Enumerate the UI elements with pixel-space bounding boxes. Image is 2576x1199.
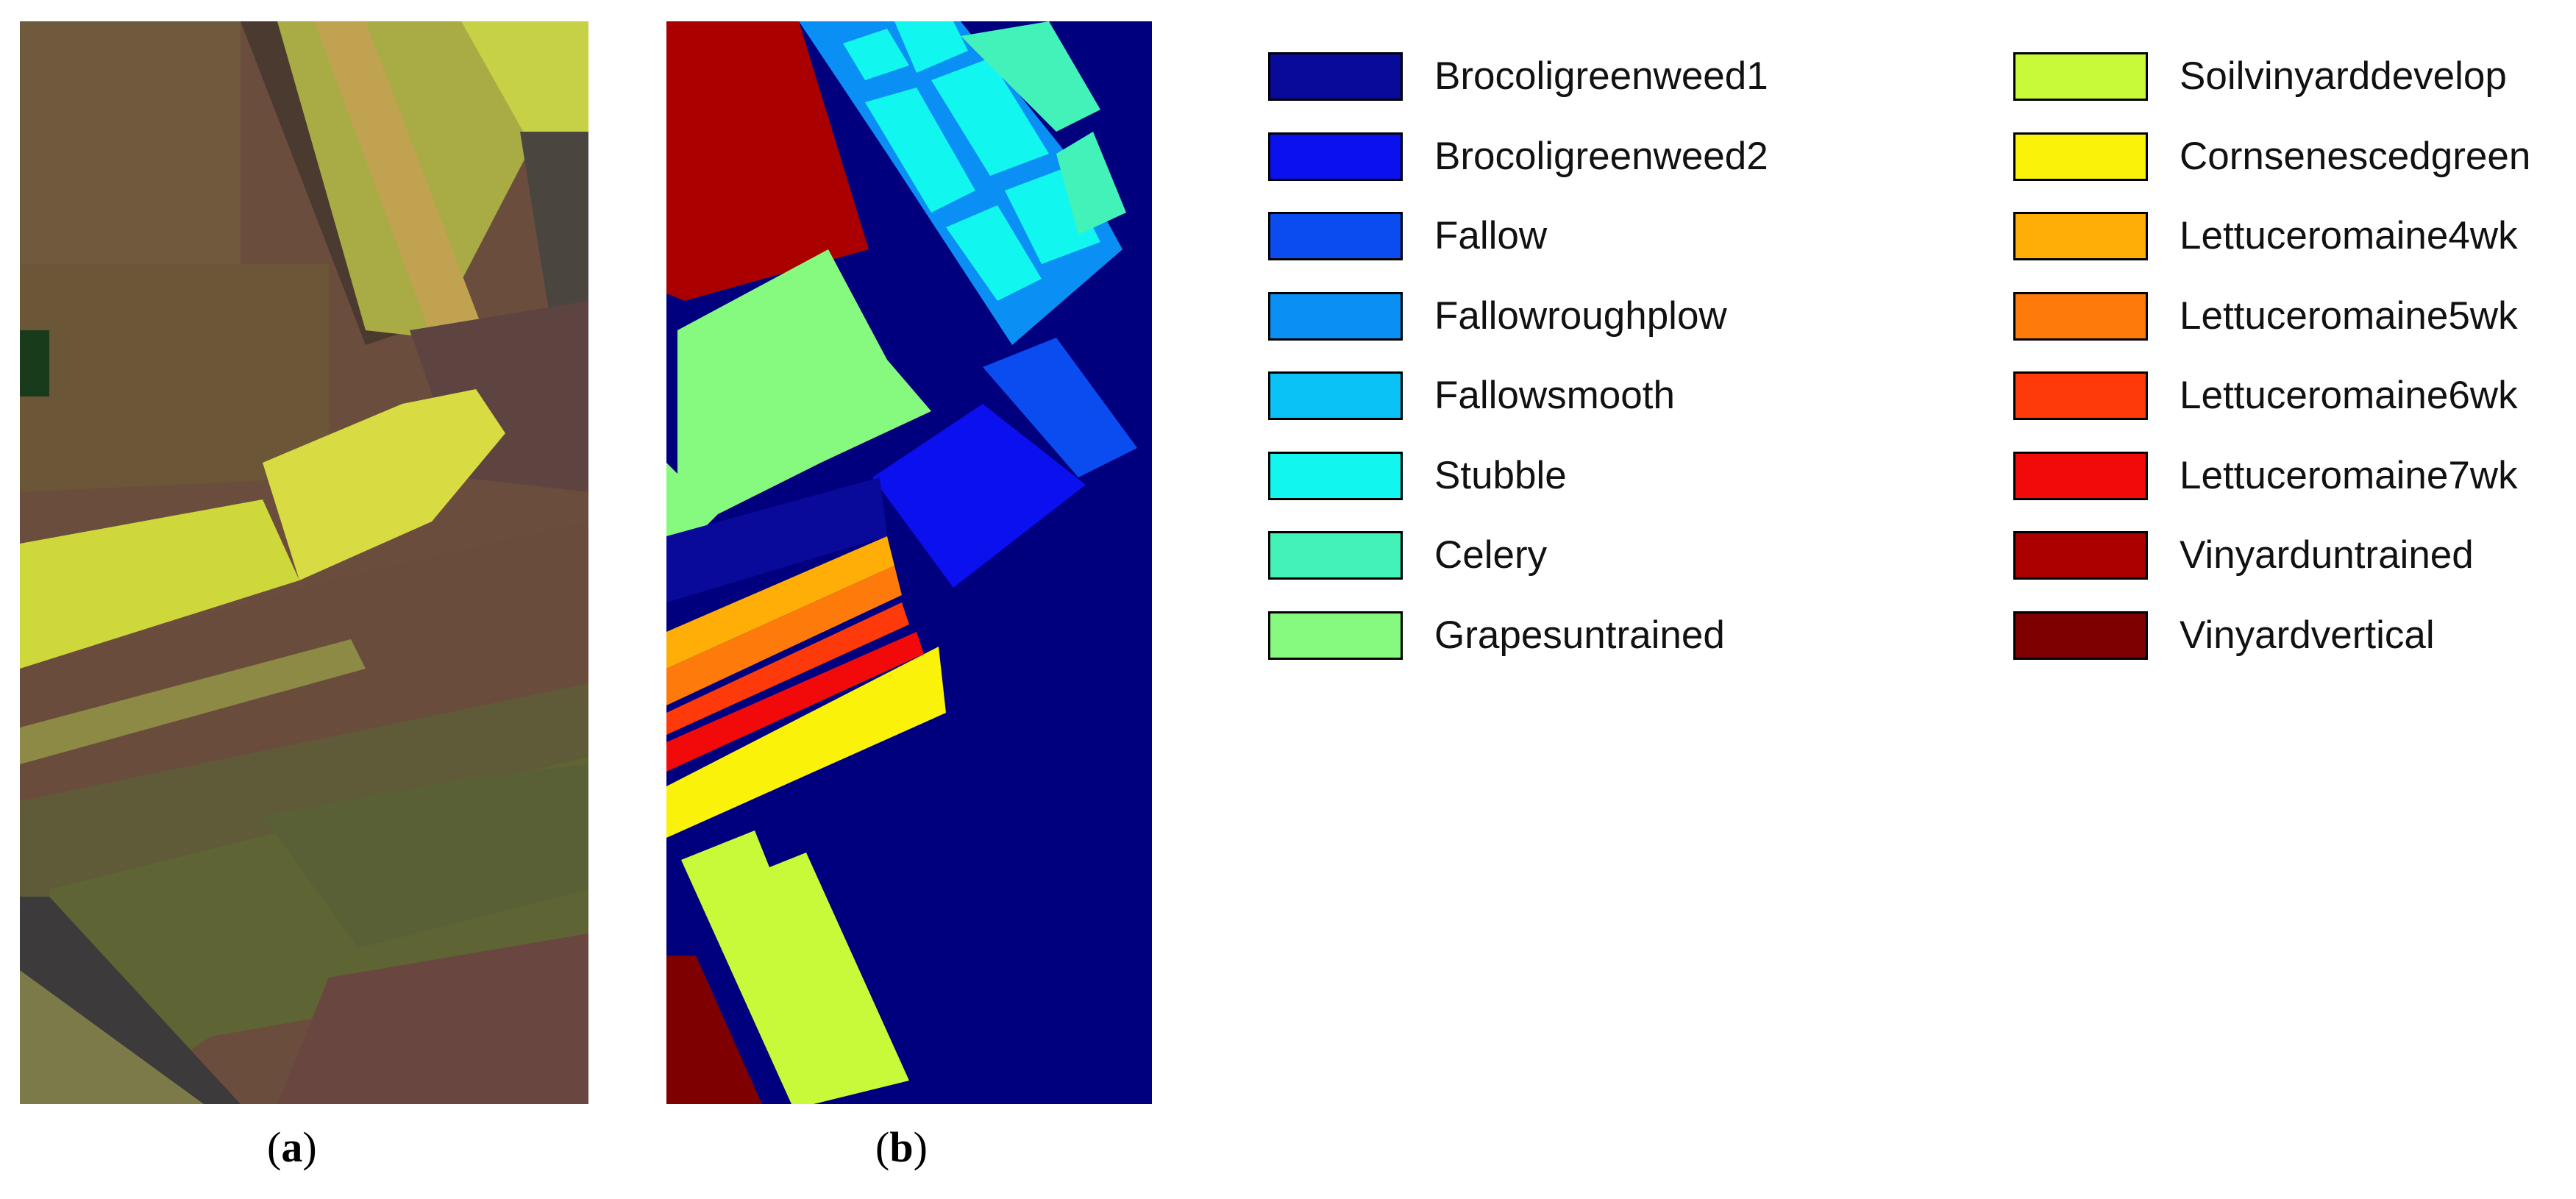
legend-label: Celery <box>1434 533 1548 577</box>
legend-item: Fallow <box>1268 212 1768 292</box>
legend-swatch <box>2013 611 2148 660</box>
legend-swatch <box>2013 291 2148 341</box>
legend-item: Celery <box>1268 531 1768 611</box>
legend-swatch <box>2013 451 2148 500</box>
legend-label: Vinyarduntrained <box>2180 533 2474 577</box>
legend-item: Fallowsmooth <box>1268 371 1768 452</box>
legend-swatch <box>2013 212 2148 260</box>
legend-item: Fallowroughplow <box>1268 291 1768 372</box>
false-color-image <box>20 21 588 1104</box>
legend-swatch <box>1268 371 1403 420</box>
legend-swatch <box>2013 371 2148 420</box>
caption-a: (a) <box>267 1123 317 1171</box>
legend-swatch <box>2013 531 2148 580</box>
legend-label: Brocoligreenweed1 <box>1434 54 1768 98</box>
legend-label: Cornsenescedgreen <box>2180 134 2531 178</box>
legend-item: Lettuceromaine6wk <box>2013 371 2530 452</box>
legend-label: Fallowroughplow <box>1434 293 1727 338</box>
legend-item: Lettuceromaine7wk <box>2013 451 2530 532</box>
legend-swatch <box>1268 291 1403 341</box>
legend-item: Cornsenescedgreen <box>2013 132 2530 213</box>
legend-label: Fallowsmooth <box>1434 374 1675 417</box>
legend-label: Lettuceromaine6wk <box>2180 374 2518 417</box>
legend-swatch <box>1268 52 1403 101</box>
legend-swatch <box>2013 132 2148 181</box>
legend-item: Lettuceromaine4wk <box>2013 212 2530 292</box>
legend-label: Lettuceromaine5wk <box>2180 293 2518 338</box>
legend-right-column: Soilvinyarddevelop Cornsenescedgreen Let… <box>2013 52 2530 691</box>
legend-item: Brocoligreenweed1 <box>1268 52 1768 132</box>
legend-label: Vinyardvertical <box>2180 613 2435 657</box>
legend-item: Soilvinyarddevelop <box>2013 52 2530 132</box>
legend-label: Grapesuntrained <box>1434 613 1725 657</box>
legend-swatch <box>1268 611 1403 660</box>
legend-item: Lettuceromaine5wk <box>2013 291 2530 372</box>
legend-label: Lettuceromaine7wk <box>2180 453 2518 497</box>
legend-item: Brocoligreenweed2 <box>1268 132 1768 213</box>
legend-item: Vinyardvertical <box>2013 611 2530 691</box>
legend-swatch <box>1268 132 1403 181</box>
legend-label: Soilvinyarddevelop <box>2180 54 2507 98</box>
ground-truth-map <box>666 21 1152 1104</box>
legend-label: Fallow <box>1434 214 1548 257</box>
legend-item: Stubble <box>1268 451 1768 532</box>
legend-label: Lettuceromaine4wk <box>2180 214 2518 257</box>
legend-swatch <box>1268 531 1403 580</box>
legend-label: Brocoligreenweed2 <box>1434 134 1768 178</box>
legend-item: Vinyarduntrained <box>2013 531 2530 611</box>
legend-swatch <box>1268 451 1403 500</box>
legend-swatch <box>1268 212 1403 260</box>
caption-b: (b) <box>875 1123 928 1171</box>
legend-label: Stubble <box>1434 453 1567 497</box>
legend-left-column: Brocoligreenweed1 Brocoligreenweed2 Fall… <box>1268 52 1768 691</box>
legend-item: Grapesuntrained <box>1268 611 1768 691</box>
legend-swatch <box>2013 52 2148 101</box>
